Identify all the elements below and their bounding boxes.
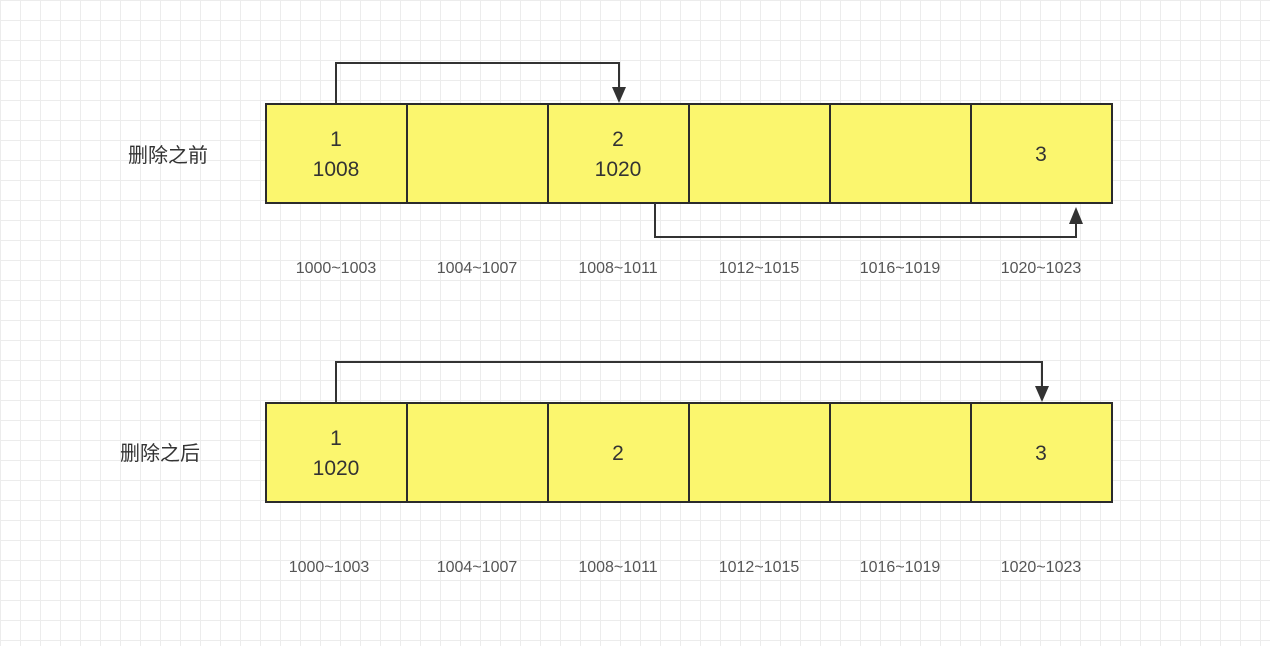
pointer-1-to-2 [335,62,620,104]
address-label: 1004~1007 [437,559,518,576]
cell-next-address: 1020 [595,158,642,181]
address-label: 1008~1011 [578,559,657,576]
diagram-after: 删除之后 1 1020 2 3 [120,361,1113,576]
address-label: 1016~1019 [860,559,941,576]
pointer-2-to-3 [654,203,1077,238]
memory-cell [688,103,831,204]
address-label: 1020~1023 [1001,260,1082,277]
row-label-before: 删除之前 [128,143,208,167]
memory-cell [406,103,549,204]
pointer-2-to-3-arrowhead [1069,207,1083,224]
address-label: 1000~1003 [296,260,377,277]
pointer-1-to-2-arrowhead [612,87,626,103]
memory-cell: 3 [970,103,1113,204]
cell-value: 1 [330,427,342,450]
memory-cell [688,402,831,503]
memory-cell: 2 1020 [547,103,690,204]
memory-cell: 1 1020 [265,402,408,503]
cell-next-address: 1008 [313,158,360,181]
cell-value: 3 [1035,143,1047,166]
memory-cell [829,402,972,503]
cell-next-address: 1020 [313,457,360,480]
memory-cell: 1 1008 [265,103,408,204]
memory-cell [406,402,549,503]
address-label: 1020~1023 [1001,559,1082,576]
cell-value: 1 [330,128,342,151]
address-label: 1008~1011 [578,260,657,277]
address-label: 1016~1019 [860,260,941,277]
pointer-1-to-3-arrowhead [1035,386,1049,402]
row-label-after: 删除之后 [120,441,200,465]
cell-value: 3 [1035,442,1047,465]
pointer-1-to-3 [335,361,1043,403]
address-label: 1012~1015 [719,559,800,576]
memory-cell [829,103,972,204]
memory-cell: 3 [970,402,1113,503]
cell-value: 2 [612,128,624,151]
memory-cell: 2 [547,402,690,503]
address-label: 1012~1015 [719,260,800,277]
address-label: 1000~1003 [289,559,370,576]
diagram-before: 删除之前 1 1008 2 1020 [128,62,1113,277]
address-label: 1004~1007 [437,260,518,277]
cell-value: 2 [612,442,624,465]
